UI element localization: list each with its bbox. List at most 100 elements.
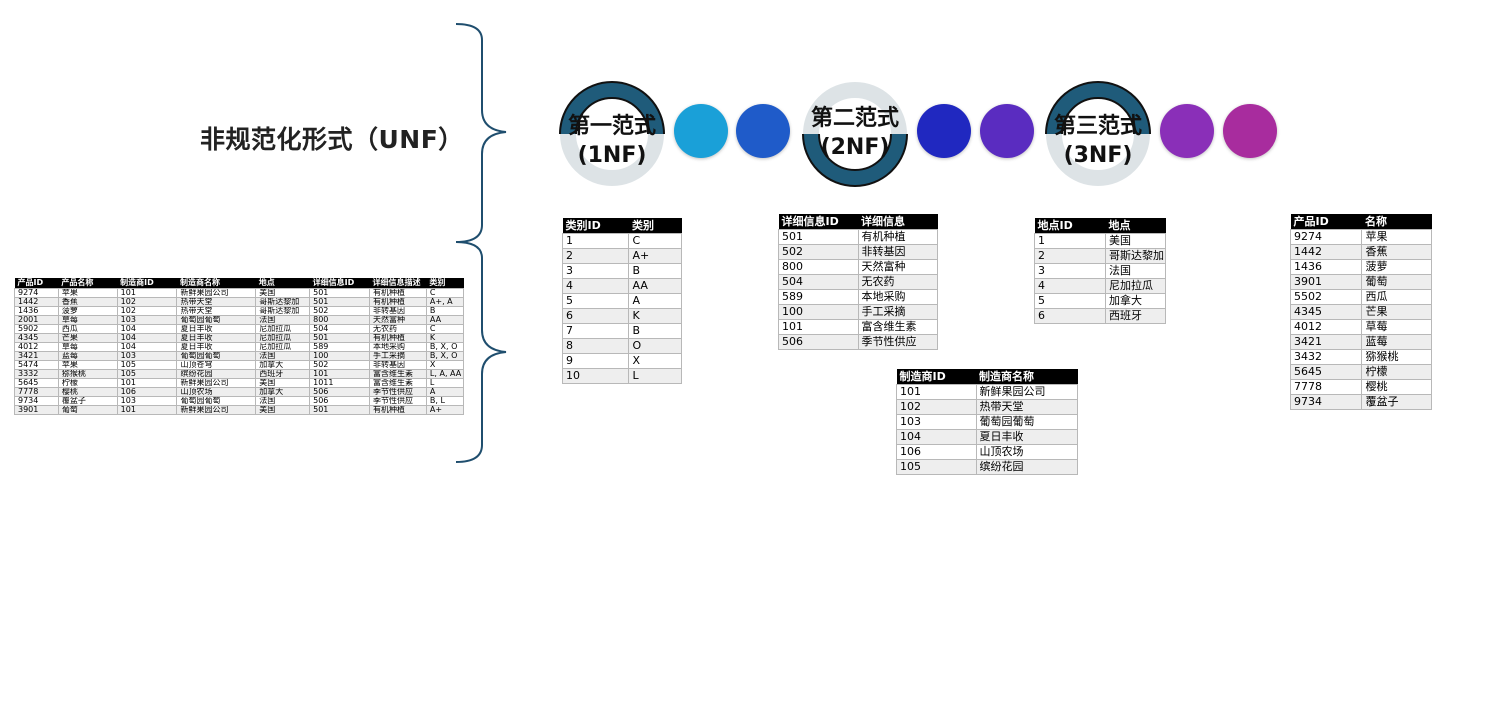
table-cell: 葡萄	[57, 405, 118, 415]
table-cell: 有机种植	[368, 297, 427, 307]
column-header: 制造商名称	[176, 278, 256, 289]
progress-dot-1	[674, 104, 728, 158]
progress-dot-6	[1223, 104, 1277, 158]
table-cell: 101	[116, 405, 178, 415]
table-cell: 手工采摘	[857, 304, 938, 320]
table-cell: 热带天堂	[975, 399, 1078, 415]
table-cell: 102	[116, 306, 178, 316]
table-cell: 无农药	[368, 324, 427, 334]
table-cell: 天然富种	[857, 259, 938, 275]
table-cell: 新鲜果园公司	[176, 288, 257, 298]
table-cell: 香蕉	[57, 297, 118, 307]
table-cell: 800	[778, 259, 859, 275]
table-cell: 草莓	[1361, 319, 1432, 335]
table-cell: 夏日丰收	[176, 333, 257, 343]
table-cell: 501	[309, 288, 370, 298]
table-cell: A	[628, 293, 682, 309]
table-cell: L	[628, 368, 682, 384]
table-cell: 501	[309, 405, 370, 415]
table-cell: O	[628, 338, 682, 354]
table-cell: 葡萄园葡萄	[176, 396, 257, 406]
table-cell: 非转基因	[368, 360, 427, 370]
table-cell: 8	[561, 338, 630, 354]
table-cell: 法国	[1105, 263, 1166, 279]
column-header: 制造商ID	[896, 369, 976, 385]
table-cell: 樱桃	[57, 387, 118, 397]
table-cell: B	[425, 306, 465, 316]
table-cell: 法国	[255, 351, 311, 361]
table-cell: 9	[561, 353, 630, 369]
table-cell: 季节性供应	[368, 396, 427, 406]
table-cell: 尼加拉瓜	[255, 324, 311, 334]
table-cell: 夏日丰收	[975, 429, 1078, 445]
table-cell: 6	[1033, 308, 1107, 324]
table-cell: 1442	[14, 297, 59, 307]
table-cell: 山顶苍穹	[176, 360, 257, 370]
column-header: 制造商名称	[976, 369, 1078, 385]
table-cell: 有机种植	[368, 333, 427, 343]
table-cell: 夏日丰收	[176, 324, 257, 334]
table-cell: 有机种植	[368, 288, 427, 298]
table-cell: C	[425, 324, 465, 334]
stage-label-1nf-line1: 第一范式	[567, 114, 656, 139]
table-cell: 2001	[14, 315, 59, 325]
stage-label-2nf-line2: (2NF)	[820, 135, 890, 160]
table-cell: 2	[1033, 248, 1107, 264]
table-cell: 本地采购	[857, 289, 938, 305]
table-cell: 800	[309, 315, 370, 325]
table-cell: 1	[561, 233, 630, 249]
table-cell: 热带天堂	[176, 297, 257, 307]
table-cell: 501	[309, 297, 370, 307]
table-cell: 7	[561, 323, 630, 339]
column-header: 地点	[1105, 218, 1166, 234]
table-cell: 3332	[14, 369, 59, 379]
stage-ring-2nf	[802, 82, 908, 187]
table-cell: 9734	[1289, 394, 1363, 410]
table-cell: 5	[561, 293, 630, 309]
table-cell: 法国	[255, 315, 311, 325]
table-cell: 芒果	[57, 333, 118, 343]
table-cell: 100	[778, 304, 859, 320]
table-cell: 草莓	[57, 315, 118, 325]
table-cell: 4	[561, 278, 630, 294]
table-cell: 尼加拉瓜	[255, 342, 311, 352]
table-cell: 4012	[1289, 319, 1363, 335]
table-cell: 2	[561, 248, 630, 264]
column-header: 详细信息	[858, 214, 938, 230]
table-cell: 山顶农场	[176, 387, 257, 397]
table-cell: 苹果	[57, 360, 118, 370]
table-cell: 6	[561, 308, 630, 324]
table-cell: 105	[896, 459, 977, 475]
table-cell: 3421	[14, 351, 59, 361]
table-cell: 9274	[1289, 229, 1363, 245]
table-cell: 西班牙	[1105, 308, 1166, 324]
table-cell: 有机种植	[857, 229, 938, 245]
table-cell: 3421	[1289, 334, 1363, 350]
table-cell: X	[628, 353, 682, 369]
table-cell: 103	[116, 351, 178, 361]
table-cell: 501	[309, 333, 370, 343]
table-cell: 加拿大	[255, 360, 311, 370]
table-cell: K	[628, 308, 682, 324]
table-cell: 西瓜	[57, 324, 118, 334]
table-cell: 105	[116, 369, 178, 379]
table-cell: 有机种植	[368, 405, 427, 415]
